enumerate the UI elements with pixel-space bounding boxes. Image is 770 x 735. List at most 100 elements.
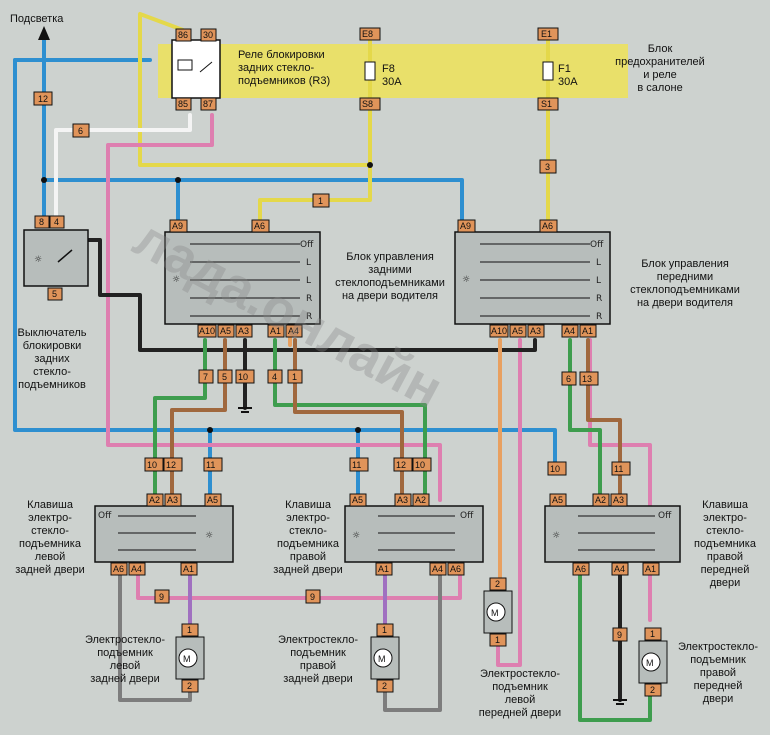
- svg-text:☼: ☼: [205, 531, 213, 541]
- motor-lf-label: Электростекло- подъемник левой передней …: [479, 668, 561, 719]
- svg-text:A9: A9: [460, 221, 471, 231]
- key-rr-label: Клавиша электро- стекло- подъемника прав…: [273, 499, 343, 576]
- svg-text:L: L: [596, 258, 601, 268]
- svg-text:L: L: [306, 258, 311, 268]
- svg-text:☼: ☼: [552, 531, 560, 541]
- svg-text:правой: правой: [290, 551, 326, 563]
- fuse-block-label-4: в салоне: [637, 82, 682, 94]
- svg-text:A1: A1: [645, 564, 656, 574]
- svg-text:A3: A3: [613, 495, 624, 505]
- svg-text:A9: A9: [172, 221, 183, 231]
- relay-r3: 86 30 85 87: [171, 28, 221, 111]
- svg-text:A3: A3: [397, 495, 408, 505]
- fuse-f1: E1 F1 30A S1: [537, 27, 578, 111]
- svg-text:левой: левой: [110, 660, 141, 672]
- key-switch-rear-right: ☼ Off A5 A3 A2 A1 A4 A6: [344, 493, 484, 576]
- svg-text:Блок управления: Блок управления: [641, 258, 729, 270]
- pin-86: 86: [178, 30, 188, 40]
- svg-text:Off: Off: [658, 511, 672, 521]
- svg-text:10: 10: [238, 372, 248, 382]
- svg-text:подъемника: подъемника: [694, 538, 757, 550]
- wire-white-85: [54, 113, 192, 224]
- svg-text:передней двери: передней двери: [479, 707, 561, 719]
- fuse-block-label-1: Блок: [648, 43, 673, 55]
- fuse-block-label-3: и реле: [643, 69, 677, 81]
- svg-text:A5: A5: [207, 495, 218, 505]
- svg-text:☼: ☼: [352, 531, 360, 541]
- pin-s8: S8: [362, 99, 373, 109]
- svg-text:12: 12: [396, 460, 406, 470]
- fuse-f1-name: F1: [558, 63, 571, 75]
- svg-text:двери: двери: [703, 693, 734, 705]
- svg-text:передней: передней: [694, 680, 743, 692]
- svg-text:2: 2: [495, 579, 500, 589]
- pin-s1: S1: [541, 99, 552, 109]
- svg-text:A6: A6: [113, 564, 124, 574]
- fuse-f8-amps: 30A: [382, 76, 402, 88]
- svg-text:12: 12: [166, 460, 176, 470]
- svg-text:R: R: [306, 312, 312, 322]
- svg-text:подъемник: подъемник: [690, 654, 746, 666]
- relay-label-1: Реле блокировки: [238, 49, 325, 61]
- motor-rear-left: 1 M 2: [175, 623, 205, 693]
- wire-black-ground: [86, 238, 537, 352]
- front-control-label: Блок управления передними стеклоподъемни…: [630, 258, 740, 309]
- backlight-label: Подсветка: [10, 13, 64, 25]
- key-rl-label: Клавиша электро- стекло- подъемника лево…: [15, 499, 85, 576]
- svg-text:стеклоподъемниками: стеклоподъемниками: [630, 284, 740, 296]
- svg-text:6: 6: [566, 374, 571, 384]
- svg-text:электро-: электро-: [703, 512, 747, 524]
- svg-text:Off: Off: [98, 511, 112, 521]
- svg-text:A6: A6: [254, 221, 265, 231]
- svg-text:A1: A1: [582, 326, 593, 336]
- ground-icons: [238, 407, 627, 705]
- svg-text:1: 1: [382, 625, 387, 635]
- svg-text:подъемник: подъемник: [97, 647, 153, 659]
- svg-text:A1: A1: [270, 326, 281, 336]
- arrow-up-icon: [38, 26, 50, 40]
- svg-text:Электростекло-: Электростекло-: [480, 668, 560, 680]
- svg-text:4: 4: [272, 372, 277, 382]
- svg-text:A4: A4: [564, 326, 575, 336]
- svg-text:L: L: [596, 276, 601, 286]
- svg-text:9: 9: [617, 630, 622, 640]
- wire-green-rf-motor: [578, 568, 652, 722]
- svg-text:блокировки: блокировки: [23, 340, 81, 352]
- svg-text:11: 11: [614, 464, 623, 474]
- motor-rl-label: Электростекло- подъемник левой задней дв…: [85, 634, 165, 685]
- svg-text:стекло-: стекло-: [706, 525, 744, 537]
- svg-text:10: 10: [147, 460, 157, 470]
- svg-text:☼: ☼: [462, 275, 470, 285]
- pin-8: 8: [39, 217, 44, 227]
- svg-text:10: 10: [550, 464, 560, 474]
- svg-text:A1: A1: [183, 564, 194, 574]
- lamp-icon: ☼: [34, 255, 42, 265]
- motor-rear-right: 1 M 2: [370, 623, 400, 693]
- svg-text:Электростекло-: Электростекло-: [278, 634, 358, 646]
- svg-text:12: 12: [38, 94, 48, 104]
- svg-text:2: 2: [382, 681, 387, 691]
- svg-text:11: 11: [352, 460, 361, 470]
- svg-text:задней двери: задней двери: [15, 564, 85, 576]
- motor-rf-label: Электростекло- подъемник правой передней…: [678, 641, 758, 705]
- svg-text:R: R: [306, 294, 312, 304]
- svg-text:☼: ☼: [172, 275, 180, 285]
- svg-text:Клавиша: Клавиша: [27, 499, 74, 511]
- lock-switch: 8 4 5 ☼: [23, 215, 89, 301]
- svg-text:стеклоподъемниками: стеклоподъемниками: [335, 277, 445, 289]
- svg-text:1: 1: [187, 625, 192, 635]
- svg-text:электро-: электро-: [286, 512, 330, 524]
- svg-text:A4: A4: [432, 564, 443, 574]
- svg-text:A10: A10: [491, 326, 507, 336]
- svg-text:правой: правой: [707, 551, 743, 563]
- pin-30: 30: [203, 30, 213, 40]
- svg-text:на двери водителя: на двери водителя: [637, 297, 733, 309]
- motor-rr-label: Электростекло- подъемник правой задней д…: [278, 634, 358, 685]
- svg-text:A2: A2: [415, 495, 426, 505]
- wire-tags: 12 6 1 3 7 5 10 4 1 6 13 10 12 11 11 12 …: [33, 91, 631, 642]
- svg-text:передней: передней: [701, 564, 750, 576]
- svg-text:7: 7: [203, 372, 208, 382]
- fuse-f8: E8 F8 30A S8: [359, 27, 402, 111]
- fuse-block-label-2: предохранителей: [615, 56, 705, 68]
